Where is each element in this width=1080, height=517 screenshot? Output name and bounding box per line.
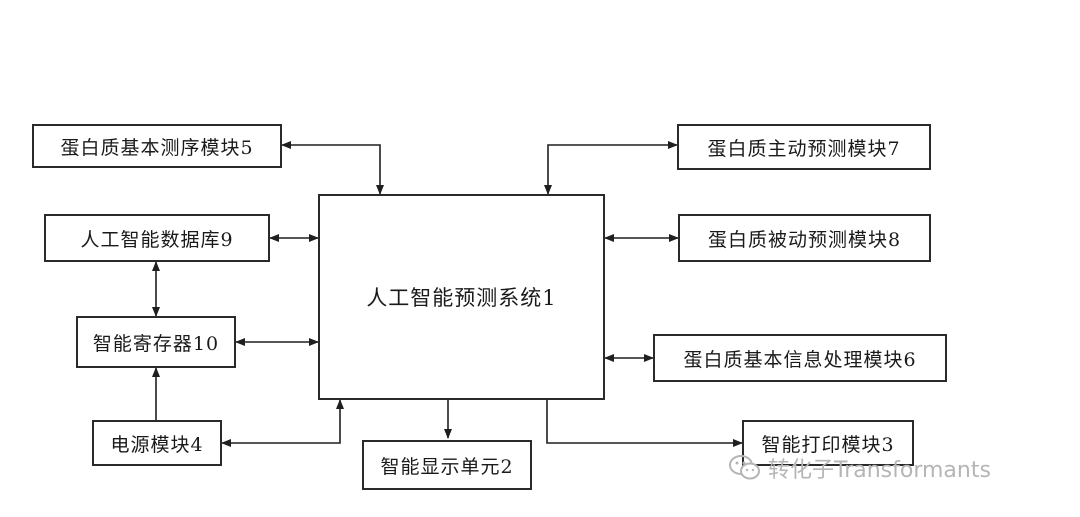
- box-smart-display-unit: 智能显示单元2: [362, 440, 532, 490]
- wechat-icon: [729, 455, 760, 480]
- box-ai-database: 人工智能数据库9: [44, 214, 270, 262]
- connector-center-printing: [546, 398, 743, 447]
- connector-active-center: [544, 141, 678, 195]
- box-passive-prediction-module: 蛋白质被动预测模块8: [678, 214, 931, 262]
- box-basic-sequencing-module: 蛋白质基本测序模块5: [32, 124, 282, 168]
- watermark-text: 转化子Transformants: [768, 458, 991, 483]
- box-active-prediction-module: 蛋白质主动预测模块7: [677, 124, 931, 170]
- box-smart-register: 智能寄存器10: [76, 316, 236, 368]
- connector-power-center: [221, 399, 344, 447]
- watermark: 转化子Transformants: [728, 452, 991, 484]
- box-smart-printing-module: 智能打印模块3: [742, 420, 914, 466]
- center-box-ai-prediction-system: 人工智能预测系统1: [318, 194, 605, 400]
- box-basic-info-processing-module: 蛋白质基本信息处理模块6: [653, 334, 947, 382]
- connector-sequencing-center: [281, 141, 384, 195]
- box-power-module: 电源模块4: [92, 420, 222, 466]
